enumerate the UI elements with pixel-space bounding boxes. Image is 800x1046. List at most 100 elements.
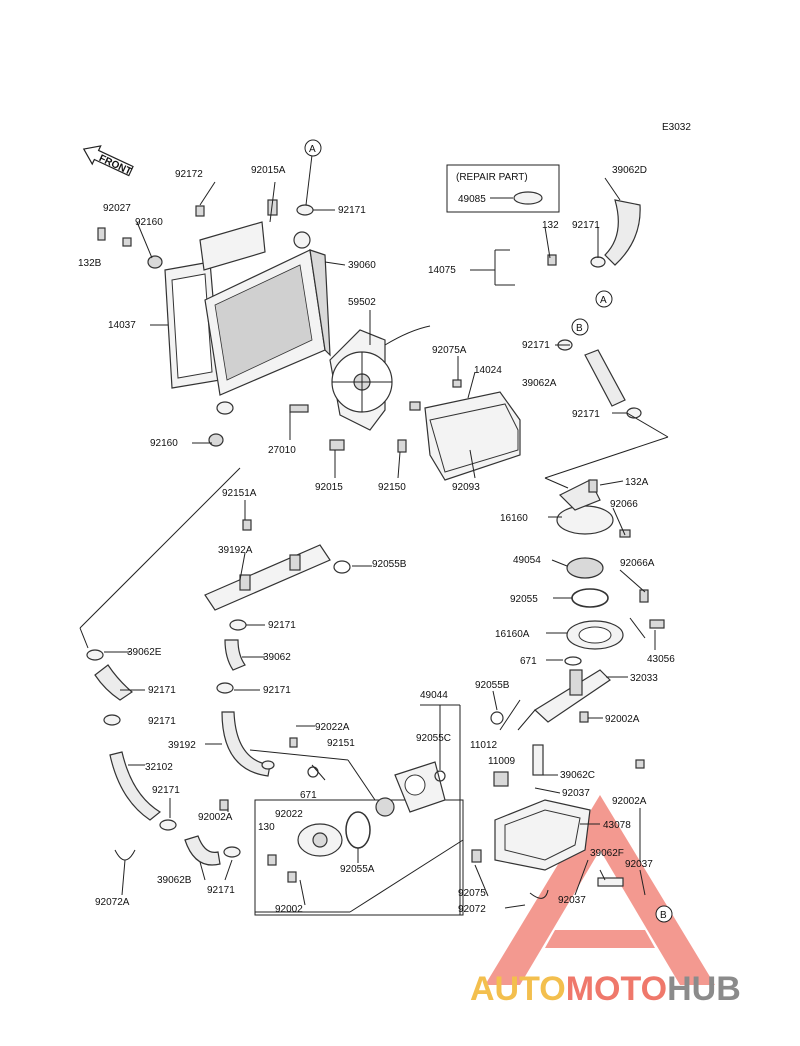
clamp-92072 [529, 889, 549, 899]
pump-cover [297, 823, 343, 857]
part-label: 39060 [348, 260, 376, 271]
watermark-moto: MOTO [566, 970, 667, 1008]
part-label: 14037 [108, 320, 136, 331]
part-label: 92075A [432, 345, 467, 356]
watermark-logo: AUTOMOTOHUB [470, 795, 741, 1008]
part-label: 39062A [522, 378, 557, 389]
part-label: 92072 [458, 904, 486, 915]
part-label: 92066A [620, 558, 655, 569]
part-label: 92160 [135, 217, 163, 228]
hose-39192 [221, 711, 271, 777]
repair-part-title: (REPAIR PART) [456, 172, 528, 183]
part-label: 671 [300, 790, 317, 801]
part-label: 92072A [95, 897, 130, 908]
part-label: 39062E [127, 647, 162, 658]
impeller [375, 797, 395, 817]
part-label: 14024 [474, 365, 502, 376]
svg-text:A: A [600, 295, 607, 306]
repair-part-box [446, 164, 560, 213]
part-label: 49054 [513, 555, 541, 566]
o-ring-671-right [564, 656, 582, 666]
part-label: 39062D [612, 165, 647, 176]
part-label: 32033 [630, 673, 658, 684]
cooling-fan [329, 325, 431, 431]
part-label: 43056 [647, 654, 675, 665]
hose-39062a [584, 349, 626, 407]
part-label: 92151 [327, 738, 355, 749]
part-label: 92171 [148, 716, 176, 727]
o-ring-92055a [345, 811, 371, 849]
part-label: 92171 [572, 409, 600, 420]
hose-32102 [109, 751, 162, 821]
part-label: 92002A [198, 812, 233, 823]
part-label: 16160A [495, 629, 530, 640]
svg-text:A: A [309, 144, 316, 155]
callout-a-top: A [304, 139, 322, 157]
part-label: 92055 [510, 594, 538, 605]
part-label: 39062 [263, 652, 291, 663]
fan-cover [424, 391, 521, 481]
part-label: 43078 [603, 820, 631, 831]
svg-text:AUTOMOTOHUB: AUTOMOTOHUB [470, 970, 741, 1008]
part-label: 92066 [610, 499, 638, 510]
thermostat-cover [566, 620, 624, 650]
part-label: 92150 [378, 482, 406, 493]
part-label: 11009 [488, 756, 516, 767]
part-label: 14075 [428, 265, 456, 276]
water-pump-group-box [254, 799, 464, 916]
part-label: 92022A [315, 722, 350, 733]
part-label: 92093 [452, 482, 480, 493]
part-label: 49044 [420, 690, 448, 701]
radiator-core [204, 249, 331, 396]
svg-text:B: B [660, 910, 667, 921]
part-label: 92055C [416, 733, 451, 744]
part-label: 92002A [612, 796, 647, 807]
part-label: 92037 [625, 859, 653, 870]
part-label: 130 [258, 822, 275, 833]
watermark-auto: AUTO [470, 970, 566, 1008]
part-label: 671 [520, 656, 537, 667]
part-label: 92037 [558, 895, 586, 906]
hose-39062b [184, 835, 221, 866]
part-label: 92171 [522, 340, 550, 351]
watermark-hub: HUB [667, 970, 741, 1008]
part-label: 16160 [500, 513, 528, 524]
callout-b-top: B [571, 318, 589, 336]
part-label: 92171 [268, 620, 296, 631]
part-label: 92002 [275, 904, 303, 915]
part-label: 32102 [145, 762, 173, 773]
part-label: 92075 [458, 888, 486, 899]
part-label: 92055B [372, 559, 407, 570]
part-label: 92172 [175, 169, 203, 180]
diagram-code: E3032 [662, 122, 691, 133]
part-label: 132B [78, 258, 102, 269]
hose-39062 [224, 639, 246, 671]
part-label: 39062C [560, 770, 595, 781]
part-label: 27010 [268, 445, 296, 456]
part-label: 132 [542, 220, 559, 231]
part-labels: 92172 92015A 92171 92027 92160 132B 3906… [78, 165, 675, 915]
watermark-triangle [485, 795, 715, 985]
callout-b-bottom: B [655, 905, 673, 923]
part-label: 92055B [475, 680, 510, 691]
part-label: 92171 [338, 205, 366, 216]
callout-a-right: A [595, 290, 613, 308]
part-label: 132A [625, 477, 649, 488]
part-label: 92015 [315, 482, 343, 493]
part-label: 92015A [251, 165, 286, 176]
svg-text:B: B [576, 323, 583, 334]
leader-lines [79, 154, 669, 915]
radiator-filler-neck [293, 231, 311, 249]
part-label: 39062F [590, 848, 624, 859]
part-label: 39192A [218, 545, 253, 556]
part-label: 11012 [470, 740, 498, 751]
part-label: 92055A [340, 864, 375, 875]
part-label: 92002A [605, 714, 640, 725]
part-label: 92171 [152, 785, 180, 796]
part-label: 92027 [103, 203, 131, 214]
part-label: 39192 [168, 740, 196, 751]
part-label: 59502 [348, 297, 376, 308]
part-label: 92171 [148, 685, 176, 696]
part-label: 39062B [157, 875, 192, 886]
